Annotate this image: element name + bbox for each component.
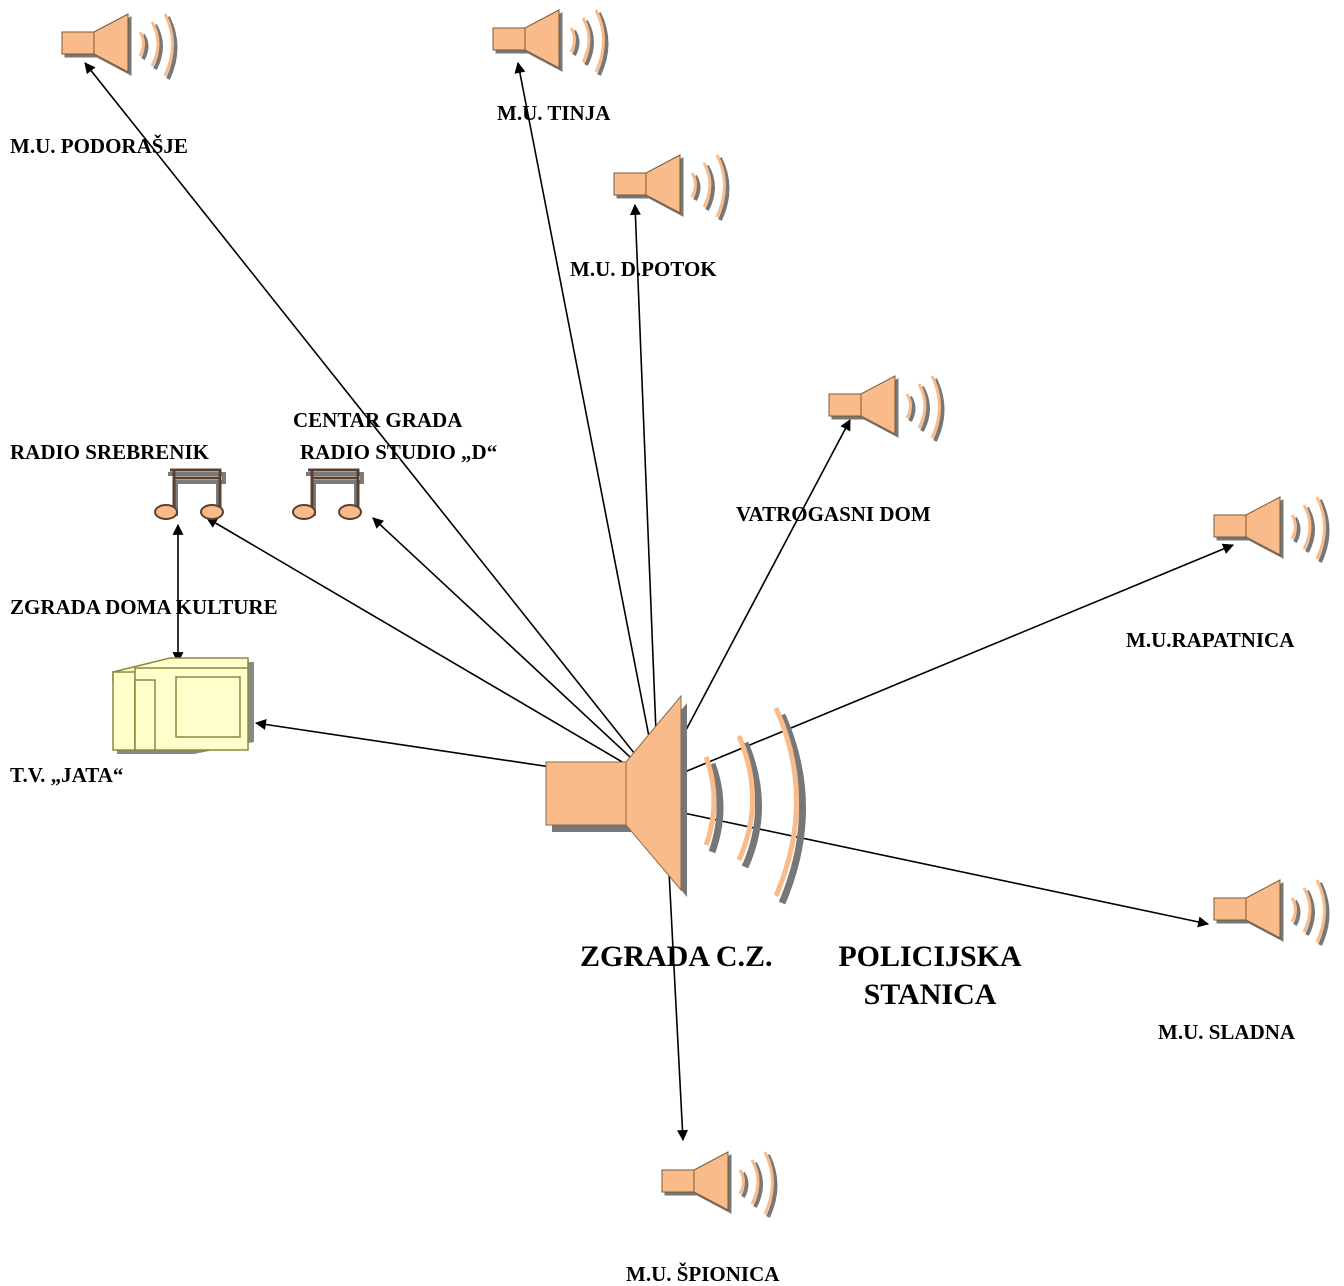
speaker-icon-rapatnica [1212, 495, 1330, 564]
link-radio-srebrenik [206, 517, 659, 784]
speaker-icon-tinja [491, 8, 609, 77]
music-note-icon-radio-srebrenik [153, 468, 226, 521]
large-speaker-icon [545, 694, 806, 905]
label-vatrogasni: VATROGASNI DOM [736, 502, 931, 526]
label-spionica: M.U. ŠPIONICA [626, 1262, 780, 1286]
link-dpotok [629, 203, 659, 784]
label-radio-studio-d: RADIO STUDIO „D“ [300, 440, 498, 464]
label-tv-jata: T.V. „JATA“ [10, 763, 124, 787]
label-podorasje: M.U. PODORAŠJE [10, 134, 188, 158]
tv-icon [112, 657, 254, 754]
link-vatrogasni [657, 419, 851, 784]
speaker-icon-vatrogasni [827, 374, 945, 443]
label-dpotok: M.U. D.POTOK [570, 257, 717, 281]
music-note-icon-centar-grada [291, 468, 364, 521]
link-centar-grada [372, 517, 659, 784]
label-rapatnica: M.U.RAPATNICA [1126, 628, 1295, 652]
speaker-icon-spionica [660, 1150, 778, 1219]
label-sladna: M.U. SLADNA [1158, 1020, 1296, 1044]
speaker-icon-sladna [1212, 878, 1330, 947]
label-radio-srebrenik: RADIO SREBRENIK [10, 440, 209, 464]
label-police-line1: POLICIJSKA [838, 940, 1022, 973]
label-tinja: M.U. TINJA [497, 101, 611, 125]
speaker-icon-dpotok [612, 153, 730, 222]
label-police-line2: STANICA [863, 978, 997, 1011]
speaker-icon-podorasje [60, 12, 178, 81]
link-rapatnica [657, 543, 1235, 784]
label-centar-grada: CENTAR GRADA [293, 408, 463, 432]
link-podorasje [84, 62, 659, 784]
link-tinja [514, 61, 659, 784]
link-sladna [659, 807, 1210, 928]
label-hub: ZGRADA C.Z. [580, 940, 773, 973]
label-doma-kulture: ZGRADA DOMA KULTURE [10, 595, 278, 619]
